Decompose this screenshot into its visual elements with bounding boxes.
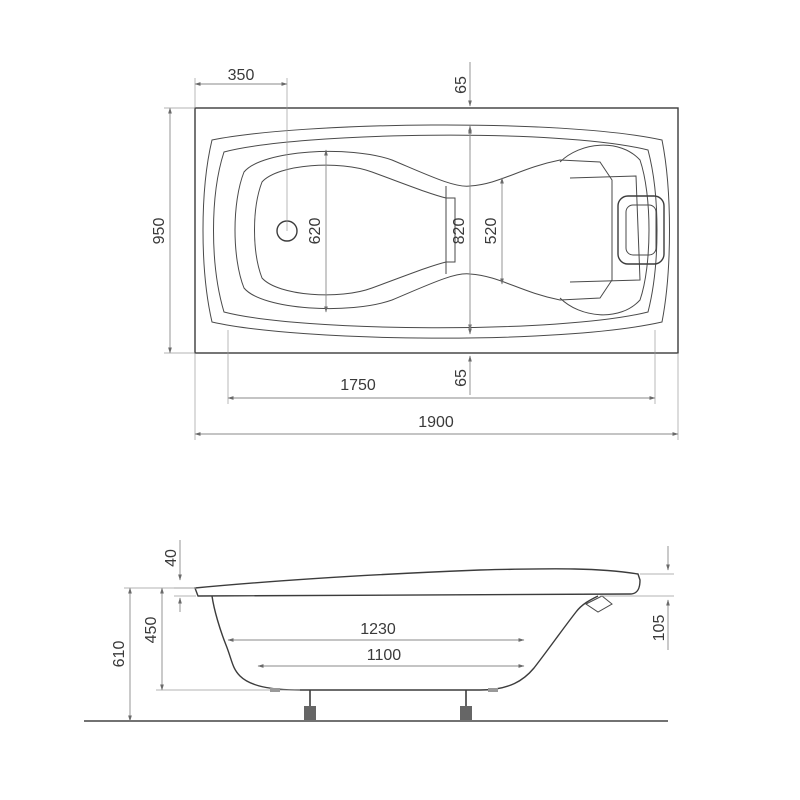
tub-backrest	[559, 144, 650, 316]
dim-label-520: 520	[483, 218, 500, 245]
dim-label-950: 950	[151, 218, 168, 245]
dim-label-610: 610	[111, 641, 128, 668]
dim-label-1900: 1900	[418, 414, 454, 431]
top-view: 350 65 65 950 620 820 520 1750 1900	[151, 62, 679, 440]
tub-leg-left	[304, 690, 316, 720]
tub-foot-block-right	[488, 688, 498, 692]
tub-bottom-shape	[234, 150, 613, 310]
tub-basin	[213, 134, 658, 329]
tub-seat-step	[445, 186, 456, 274]
tub-outer-rim	[194, 107, 679, 354]
tub-leg-right	[460, 690, 472, 720]
dim-label-620: 620	[307, 218, 324, 245]
dim-label-350: 350	[228, 67, 255, 84]
dim-label-450: 450	[143, 617, 160, 644]
side-view: 40 450 610 1230 1100 105	[84, 540, 674, 722]
tub-rim-inner	[202, 124, 670, 339]
headrest-pillow	[617, 195, 665, 265]
tub-side-body	[211, 595, 599, 691]
headrest-pillow-inner	[625, 204, 657, 256]
dim-label-1750: 1750	[340, 377, 376, 394]
dim-label-40: 40	[163, 549, 180, 567]
tub-inner-basin	[254, 164, 447, 296]
tub-side-headrest	[585, 595, 613, 613]
tub-backrest-inner	[569, 175, 641, 283]
dim-label-65-bottom: 65	[453, 369, 470, 387]
dim-label-105: 105	[651, 615, 668, 642]
dim-label-65-top: 65	[453, 76, 470, 94]
dim-label-1100: 1100	[367, 647, 402, 664]
tub-side-rim	[194, 568, 641, 597]
dim-label-820: 820	[451, 218, 468, 245]
dim-label-1230: 1230	[360, 621, 396, 638]
